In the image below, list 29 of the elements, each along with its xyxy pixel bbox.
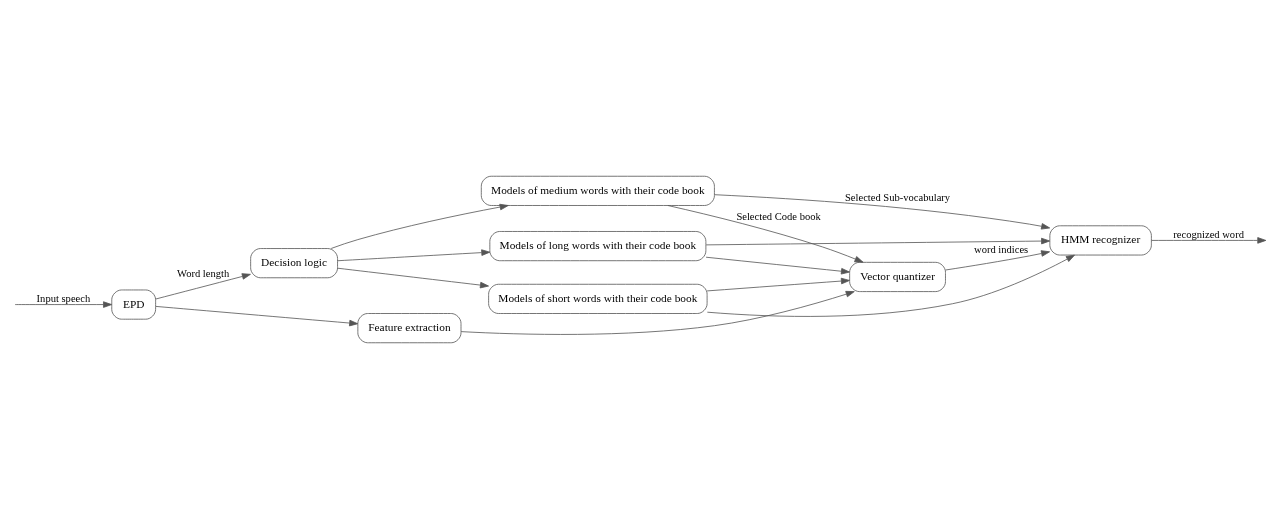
node-box: Models of long words with their code book	[489, 231, 707, 262]
arrow	[337, 267, 489, 289]
arrow	[155, 273, 251, 300]
arrow	[705, 256, 850, 275]
node-box: Models of short words with their code book	[488, 283, 708, 314]
arrow	[14, 301, 112, 308]
arrow	[460, 290, 855, 335]
arrow	[330, 203, 509, 249]
node-box: Feature extraction	[357, 313, 462, 344]
arrow	[337, 249, 491, 262]
edge-label: Word length	[177, 268, 230, 280]
node-box: HMM recognizer	[1049, 225, 1152, 256]
edge-label: word indices	[974, 243, 1029, 255]
arrow	[945, 250, 1050, 271]
edge-label: Selected Sub-vocabulary	[844, 191, 951, 203]
arrow	[714, 194, 1051, 230]
arrow	[705, 237, 1051, 246]
node-box: Models of medium words with their code book	[480, 175, 715, 206]
node-box: EPD	[111, 289, 156, 320]
edge-label: Input speech	[36, 292, 91, 304]
node-box: Decision logic	[250, 248, 338, 279]
arrow	[706, 254, 1075, 317]
arrow	[706, 277, 850, 292]
arrow	[155, 306, 359, 327]
node-box: Vector quantizer	[849, 261, 946, 292]
edge-label: recognized word	[1173, 228, 1244, 240]
edge-label: Selected Code book	[736, 210, 821, 222]
arrow	[1151, 237, 1267, 244]
arrow	[667, 205, 864, 263]
